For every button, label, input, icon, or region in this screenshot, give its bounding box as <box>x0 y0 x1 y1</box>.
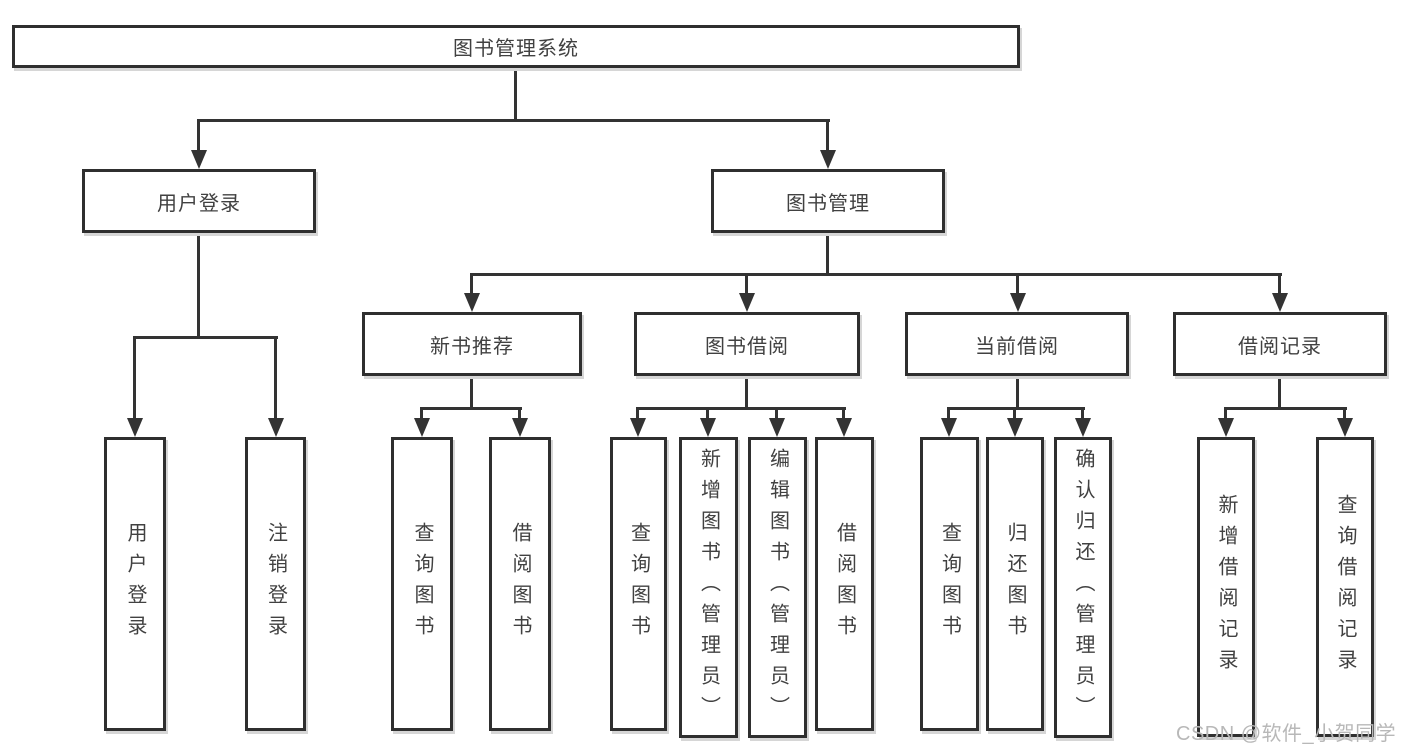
node-new-book-recommend-label: 新书推荐 <box>430 335 514 358</box>
arrowhead-down-icon <box>630 418 646 437</box>
edge-to-new-book-recommend <box>470 273 473 294</box>
arrowhead-down-icon <box>1010 293 1026 312</box>
edge-to-leaf <box>775 407 778 419</box>
edge-borrow-records-rail <box>1224 407 1347 410</box>
node-borrow-records-label: 借阅记录 <box>1238 335 1322 358</box>
leaf-records-query-record-label: 查询借阅记录 <box>1334 494 1356 680</box>
node-book-management-label: 图书管理 <box>786 192 870 215</box>
leaf-recommend-query-books: 查询图书 <box>391 437 453 731</box>
edge-user-login-stem <box>197 233 200 339</box>
edge-current-borrow-stem <box>1016 376 1019 410</box>
edge-to-leaf <box>842 407 845 419</box>
edge-to-leaf <box>420 407 423 419</box>
leaf-logout: 注销登录 <box>245 437 306 731</box>
edge-to-leaf <box>947 407 950 419</box>
node-root-label: 图书管理系统 <box>453 38 579 60</box>
node-current-borrow: 当前借阅 <box>905 312 1129 376</box>
arrowhead-down-icon <box>464 293 480 312</box>
leaf-borrow-add-books-admin-label: 新增图书（管理员） <box>697 448 720 727</box>
arrowhead-down-icon <box>1272 293 1288 312</box>
arrowhead-down-icon <box>739 293 755 312</box>
edge-to-leaf-user-login <box>133 336 136 419</box>
arrowhead-down-icon <box>820 150 836 169</box>
edge-root-stem <box>514 68 517 122</box>
edge-to-leaf <box>1081 407 1084 419</box>
leaf-logout-label: 注销登录 <box>264 522 287 646</box>
leaf-borrow-query-books: 查询图书 <box>610 437 667 731</box>
edge-book-borrow-stem <box>745 376 748 410</box>
leaf-user-login: 用户登录 <box>104 437 166 731</box>
leaf-records-add-record: 新增借阅记录 <box>1197 437 1255 737</box>
leaf-user-login-label: 用户登录 <box>124 522 146 646</box>
arrowhead-down-icon <box>836 418 852 437</box>
edge-user-login-rail <box>133 336 278 339</box>
arrowhead-down-icon <box>127 418 143 437</box>
leaf-borrow-edit-books-admin-label: 编辑图书（管理员） <box>766 448 789 727</box>
leaf-borrow-query-books-label: 查询图书 <box>627 522 650 646</box>
node-root: 图书管理系统 <box>12 25 1020 68</box>
node-user-login-label: 用户登录 <box>157 192 241 215</box>
leaf-current-query-books: 查询图书 <box>920 437 979 731</box>
arrowhead-down-icon <box>1007 418 1023 437</box>
leaf-recommend-borrow-books: 借阅图书 <box>489 437 551 731</box>
edge-to-leaf <box>1013 407 1016 419</box>
leaf-records-add-record-label: 新增借阅记录 <box>1215 494 1237 680</box>
edge-to-leaf <box>518 407 521 419</box>
edge-to-leaf <box>706 407 709 419</box>
node-current-borrow-label: 当前借阅 <box>975 335 1059 358</box>
leaf-current-return-books-label: 归还图书 <box>1004 522 1026 646</box>
node-book-borrow-label: 图书借阅 <box>705 335 789 358</box>
arrowhead-down-icon <box>941 418 957 437</box>
edge-new-book-recommend-rail <box>420 407 522 410</box>
node-user-login: 用户登录 <box>82 169 316 233</box>
arrowhead-down-icon <box>769 418 785 437</box>
arrowhead-down-icon <box>1337 418 1353 437</box>
edge-book-borrow-rail <box>636 407 846 410</box>
leaf-borrow-borrow-books-label: 借阅图书 <box>833 522 856 646</box>
edge-book-management-rail <box>470 273 1282 276</box>
leaf-borrow-edit-books-admin: 编辑图书（管理员） <box>748 437 807 738</box>
edge-to-current-borrow <box>1016 273 1019 294</box>
leaf-current-confirm-return-admin-label: 确认归还（管理员） <box>1072 448 1094 727</box>
leaf-current-query-books-label: 查询图书 <box>938 522 961 646</box>
arrowhead-down-icon <box>1075 418 1091 437</box>
edge-to-leaf-logout <box>274 336 277 419</box>
arrowhead-down-icon <box>414 418 430 437</box>
edge-to-leaf <box>636 407 639 419</box>
edge-current-borrow-rail <box>947 407 1085 410</box>
edge-to-leaf <box>1224 407 1227 419</box>
edge-borrow-records-stem <box>1278 376 1281 410</box>
leaf-current-return-books: 归还图书 <box>986 437 1044 731</box>
edge-book-management-stem <box>826 233 829 276</box>
edge-to-leaf <box>1343 407 1346 419</box>
node-borrow-records: 借阅记录 <box>1173 312 1387 376</box>
leaf-current-confirm-return-admin: 确认归还（管理员） <box>1054 437 1112 738</box>
edge-root-rail <box>197 119 830 122</box>
edge-to-book-management <box>826 119 829 151</box>
edge-to-borrow-records <box>1278 273 1281 294</box>
leaf-borrow-borrow-books: 借阅图书 <box>815 437 874 731</box>
csdn-watermark: CSDN @软件_小贺同学 <box>1176 723 1397 745</box>
edge-to-book-borrow <box>745 273 748 294</box>
edge-to-user-login <box>197 119 200 151</box>
arrowhead-down-icon <box>191 150 207 169</box>
node-new-book-recommend: 新书推荐 <box>362 312 582 376</box>
leaf-recommend-borrow-books-label: 借阅图书 <box>509 522 531 646</box>
leaf-recommend-query-books-label: 查询图书 <box>411 522 433 646</box>
edge-new-book-recommend-stem <box>470 376 473 410</box>
leaf-records-query-record: 查询借阅记录 <box>1316 437 1374 737</box>
node-book-borrow: 图书借阅 <box>634 312 860 376</box>
leaf-borrow-add-books-admin: 新增图书（管理员） <box>679 437 738 738</box>
node-book-management: 图书管理 <box>711 169 945 233</box>
arrowhead-down-icon <box>512 418 528 437</box>
arrowhead-down-icon <box>1218 418 1234 437</box>
arrowhead-down-icon <box>700 418 716 437</box>
arrowhead-down-icon <box>268 418 284 437</box>
